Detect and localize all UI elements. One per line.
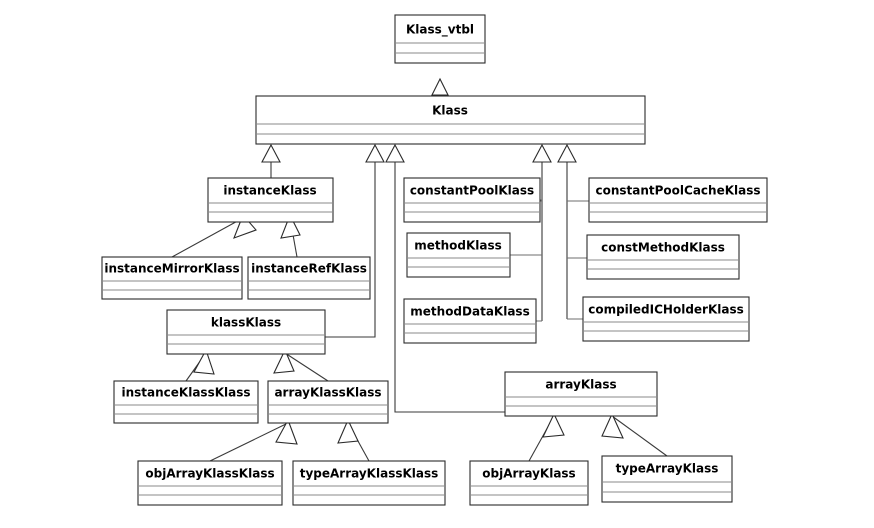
class-label-methoddataklass: methodDataKlass [410,305,529,319]
class-label-klass-vtbl: Klass_vtbl [406,23,474,38]
class-label-instancekklass: instanceKlass [223,184,316,198]
generalization-arrow-typearrayklass [601,412,624,439]
class-box-klass[interactable]: Klass [255,95,646,145]
class-box-layer: Klass_vtbl Klass instanceKlass [101,14,768,506]
class-label-typearrayklass: typeArrayKlass [616,462,719,476]
link-klasskklass-to-klass [325,160,376,338]
connector-layer [171,79,668,462]
class-box-instancerefklass[interactable]: instanceRefKlass [247,256,371,300]
class-box-instancemirrorklass[interactable]: instanceMirrorKlass [101,256,243,300]
generalization-arrow-objarrayklassklass [275,418,298,445]
generalization-arrow-arrayklassklass [273,348,295,374]
class-label-objarrayklass: objArrayKlass [482,467,575,481]
link-arraykklass-to-klass [394,160,505,413]
class-label-constmethodklass: constMethodKlass [601,241,725,255]
class-box-methoddataklass[interactable]: methodDataKlass [403,298,537,344]
generalization-arrow-klass-vtbl [431,77,449,96]
class-box-klasskklass[interactable]: klassKlass [166,309,326,355]
class-label-constantpoolklass: constantPoolKlass [410,184,534,198]
class-label-klasskklass: klassKlass [211,316,281,330]
class-box-objarrayklass[interactable]: objArrayKlass [469,460,589,506]
class-box-objarrayklassklass[interactable]: objArrayKlassKlass [137,460,283,506]
generalization-arrow-klasskklass [365,143,385,163]
generalization-arrow-instanceklassklass [193,348,215,375]
class-label-typearrayklassklass: typeArrayKlassKlass [300,467,439,481]
class-label-instancemirrorklass: instanceMirrorKlass [104,262,239,276]
class-box-klass-vtbl[interactable]: Klass_vtbl [394,14,486,64]
class-box-constantpoolcacheklass[interactable]: constantPoolCacheKlass [588,177,768,223]
class-box-methodklass[interactable]: methodKlass [406,232,511,278]
link-instancemirrorklass-to-instancekklass [171,217,244,258]
generalization-arrow-objarrayklass [542,412,565,438]
class-box-constantpoolklass[interactable]: constantPoolKlass [403,177,541,223]
class-label-methodklass: methodKlass [414,239,502,253]
generalization-arrow-middle-column [532,143,552,163]
class-box-constmethodklass[interactable]: constMethodKlass [586,234,740,280]
arrowhead-layer [193,77,624,445]
class-label-objarrayklassklass: objArrayKlassKlass [145,467,274,481]
class-box-arraykklass[interactable]: arrayKlass [504,371,658,417]
generalization-arrow-instancekklass [261,143,281,163]
class-label-arrayklassklass: arrayKlassKlass [274,386,381,400]
class-box-typearrayklass[interactable]: typeArrayKlass [601,455,733,503]
class-box-instanceklassklass[interactable]: instanceKlassKlass [113,380,259,424]
link-objarrayklassklass-to-arrayklassklass [209,422,289,462]
class-label-arraykklass: arrayKlass [545,378,616,392]
link-arrayklassklass-to-klasskklass [284,352,329,382]
class-label-instanceklassklass: instanceKlassKlass [121,386,250,400]
class-label-instancerefklass: instanceRefKlass [251,262,367,276]
generalization-arrow-instancerefklass [280,213,301,239]
class-label-compiledicholderklass: compiledICHolderKlass [588,303,744,317]
class-box-typearrayklassklass[interactable]: typeArrayKlassKlass [292,460,446,506]
generalization-arrow-right-column [557,143,577,163]
class-label-constantpoolcacheklass: constantPoolCacheKlass [595,184,760,198]
class-box-instancekklass[interactable]: instanceKlass [207,177,334,223]
link-typearrayklass-to-arraykklass [611,415,668,457]
class-label-klass: Klass [432,104,468,118]
class-box-arrayklassklass[interactable]: arrayKlassKlass [267,380,389,424]
generalization-arrow-typearrayklassklass [337,418,359,444]
generalization-arrow-arraykklass [385,143,405,163]
class-box-compiledicholderklass[interactable]: compiledICHolderKlass [582,296,750,342]
